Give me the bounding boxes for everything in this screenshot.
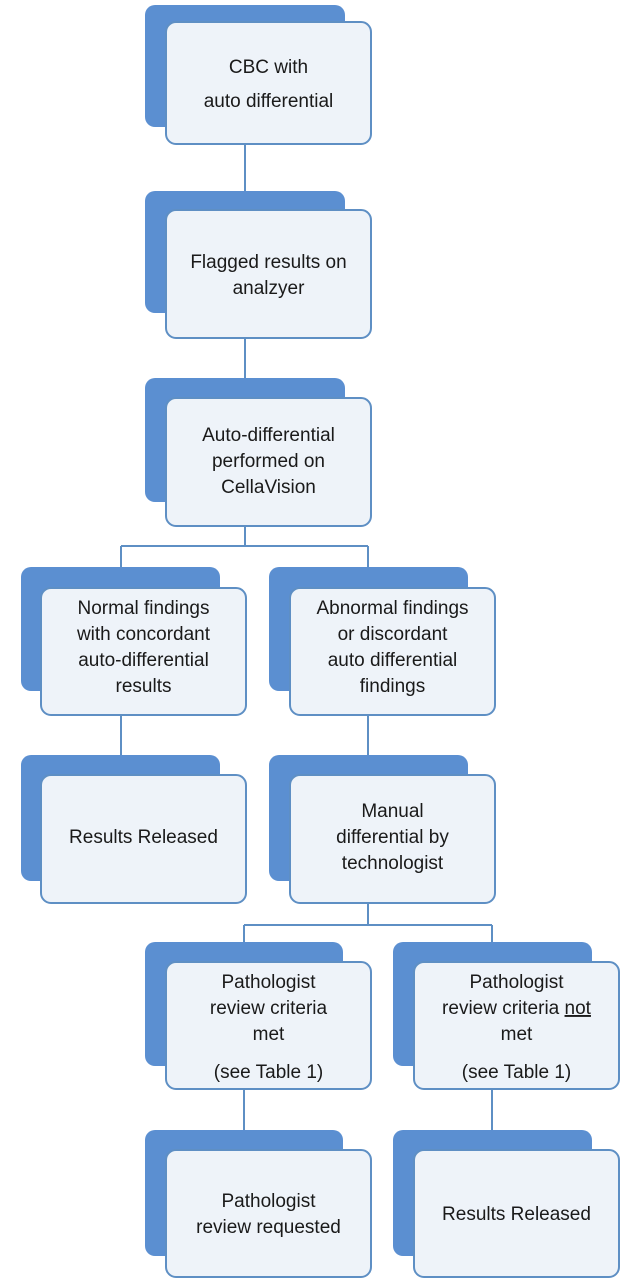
node-text-line: review criteria not (442, 998, 592, 1019)
node-text-line: Results Released (69, 827, 218, 848)
node-text-line: auto differential (204, 91, 334, 112)
node-text-line: CBC with (229, 57, 308, 78)
node-text-line: CellaVision (221, 477, 316, 498)
node-box (165, 1149, 372, 1278)
node-criteria-met: Pathologist review criteria met (see Table … (145, 942, 372, 1090)
node-text-line: Pathologist (469, 972, 564, 993)
node-text-line: (see Table 1) (462, 1062, 572, 1083)
node-box (289, 587, 496, 716)
node-box (40, 774, 247, 904)
node-box (165, 209, 372, 339)
node-text-line: Results Released (442, 1204, 591, 1225)
node-text-line: technologist (342, 853, 444, 874)
node-text-line: Auto-differential (202, 425, 335, 446)
node-auto-diff: Auto-differential performed on CellaVision (145, 378, 372, 527)
node-released-left: Results Released (21, 755, 247, 904)
node-box (40, 587, 247, 716)
node-abnormal: Abnormal findings or discordant auto diffe… (269, 567, 496, 716)
node-text-line: Abnormal findings (316, 598, 468, 619)
node-text-line: met (501, 1024, 533, 1045)
node-criteria-not-met: Pathologist review criteria not met (see Ta… (393, 942, 620, 1090)
node-text-line: review criteria (210, 998, 328, 1019)
node-text-line: auto differential (328, 650, 458, 671)
node-text-line: Pathologist (221, 1191, 316, 1212)
node-text-line: met (253, 1024, 285, 1045)
node-box (165, 397, 372, 527)
node-text-line: results (116, 676, 172, 697)
node-text-line: review requested (196, 1217, 341, 1238)
node-box (165, 21, 372, 145)
node-text-line: findings (360, 676, 426, 697)
node-text-line: auto-differential (78, 650, 209, 671)
node-text-line: (see Table 1) (214, 1062, 324, 1083)
node-box (413, 961, 620, 1090)
node-text-line: performed on (212, 451, 325, 472)
node-text-line: with concordant (76, 624, 211, 645)
node-text-line: or discordant (338, 624, 449, 645)
node-text-line: analzyer (233, 278, 305, 299)
node-cbc: CBC with auto differential (145, 5, 372, 145)
node-box (165, 961, 372, 1090)
node-text-line: Pathologist (221, 972, 316, 993)
node-released-right: Results Released (393, 1130, 620, 1278)
node-text-line: Flagged results on (190, 252, 346, 273)
node-review-requested: Pathologist review requested (145, 1130, 372, 1278)
node-flagged: Flagged results on analzyer (145, 191, 372, 339)
node-manual: Manual differential by technologist (269, 755, 496, 904)
node-box (413, 1149, 620, 1278)
node-box (289, 774, 496, 904)
node-text-line: Manual (361, 801, 423, 822)
node-normal: Normal findings with concordant auto-diffe… (21, 567, 247, 716)
node-text-line: differential by (336, 827, 449, 848)
node-text-line: Normal findings (78, 598, 210, 619)
